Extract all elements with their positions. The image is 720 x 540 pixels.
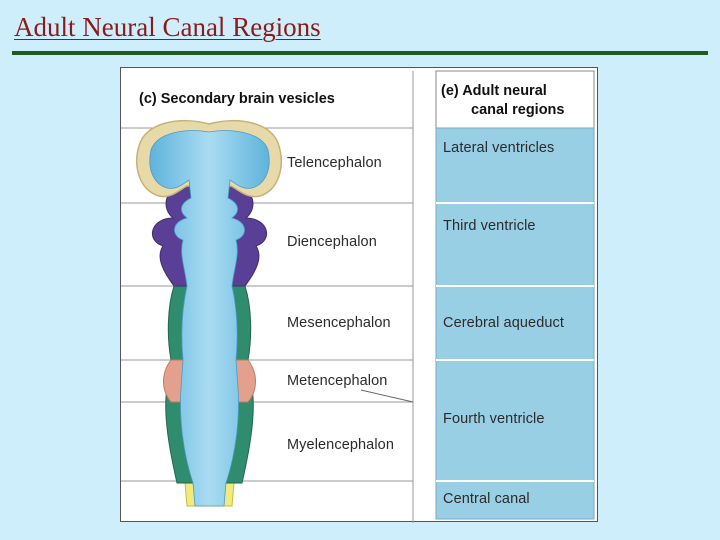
figure-drawing [121, 70, 595, 523]
label-lateral-ventricles: Lateral ventricles [443, 140, 555, 156]
panel-e-header-line1: (e) Adult neural [441, 83, 547, 99]
panel-e-column [435, 70, 595, 520]
slide-title: Adult Neural Canal Regions [14, 12, 321, 42]
myelencephalon-pointer-line [360, 389, 414, 403]
metencephalon-wall-right [235, 359, 256, 403]
label-telencephalon: Telencephalon [287, 155, 382, 171]
label-myelencephalon: Myelencephalon [287, 437, 394, 453]
panel-c-header: (c) Secondary brain vesicles [139, 91, 335, 107]
label-fourth-ventricle: Fourth ventricle [443, 411, 545, 427]
label-central-canal: Central canal [443, 491, 530, 507]
panel-e-body [435, 127, 595, 520]
panel-e-header-line2: canal regions [471, 102, 565, 118]
neural-canal-lumen [149, 130, 270, 507]
brain-vesicles-figure: (c) Secondary brain vesicles Telencephal… [120, 67, 598, 523]
label-metencephalon: Metencephalon [287, 373, 388, 389]
label-diencephalon: Diencephalon [287, 234, 377, 250]
metencephalon-wall-left [163, 359, 184, 403]
label-third-ventricle: Third ventricle [443, 218, 536, 234]
label-cerebral-aqueduct: Cerebral aqueduct [443, 315, 564, 331]
label-mesencephalon: Mesencephalon [287, 315, 391, 331]
title-underline-rule [12, 51, 708, 55]
